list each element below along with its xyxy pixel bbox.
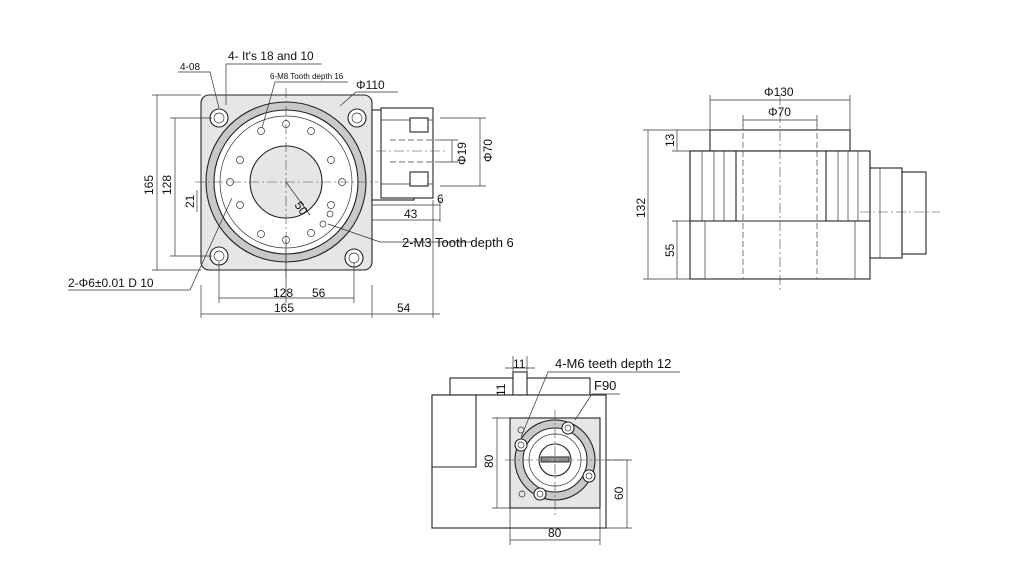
top-dia-70: Φ70	[481, 139, 495, 162]
side-dia-70: Φ70	[768, 105, 791, 119]
top-callout-corner: 4-08	[180, 62, 200, 73]
top-view: 4- It's 18 and 10 4-08 6-M8 Tooth depth …	[68, 49, 514, 318]
bottom-dim-11-top: 11	[513, 357, 526, 371]
side-dia-130: Φ130	[764, 85, 794, 99]
bottom-dim-11-side: 11	[494, 383, 508, 396]
side-view: Φ130 Φ70 13 132 55	[634, 85, 940, 290]
side-dim-55: 55	[663, 243, 677, 257]
top-dim-128-v: 128	[160, 175, 174, 195]
top-dim-21: 21	[183, 194, 197, 208]
bottom-callout-m6: 4-M6 teeth depth 12	[555, 356, 671, 371]
top-dia-19: Φ19	[455, 142, 469, 165]
side-dim-13: 13	[663, 133, 677, 147]
side-motor-housing	[869, 167, 903, 259]
side-dim-132: 132	[634, 198, 648, 218]
top-dim-165-v: 165	[142, 175, 156, 195]
top-dim-54: 54	[397, 301, 411, 315]
top-dim-165-h: 165	[274, 301, 294, 315]
top-callout-pin: 2-Φ6±0.01 D 10	[68, 276, 154, 290]
bottom-view: 11 11 4-M6 teeth depth 12 F90 80 60 80	[431, 356, 680, 545]
top-callout-tooth16: 6-M8 Tooth depth 16	[270, 72, 344, 81]
bottom-flange: F90	[594, 378, 616, 393]
top-corner-holes	[209, 108, 367, 268]
top-dim-6: 6	[437, 192, 444, 206]
top-callout-holes: 4- It's 18 and 10	[228, 49, 314, 63]
top-dim-56: 56	[312, 286, 326, 300]
top-dim-128-h: 128	[273, 286, 293, 300]
top-bolt-circle-holes	[226, 120, 346, 244]
top-dia-110: Φ110	[356, 78, 385, 92]
bottom-dim-80-v: 80	[482, 454, 496, 468]
bottom-m6-holes	[514, 421, 596, 501]
bottom-dim-80-h: 80	[548, 526, 562, 540]
top-dim-43: 43	[404, 207, 418, 221]
bottom-dim-60: 60	[612, 486, 626, 500]
top-callout-m3: 2-M3 Tooth depth 6	[402, 235, 514, 250]
